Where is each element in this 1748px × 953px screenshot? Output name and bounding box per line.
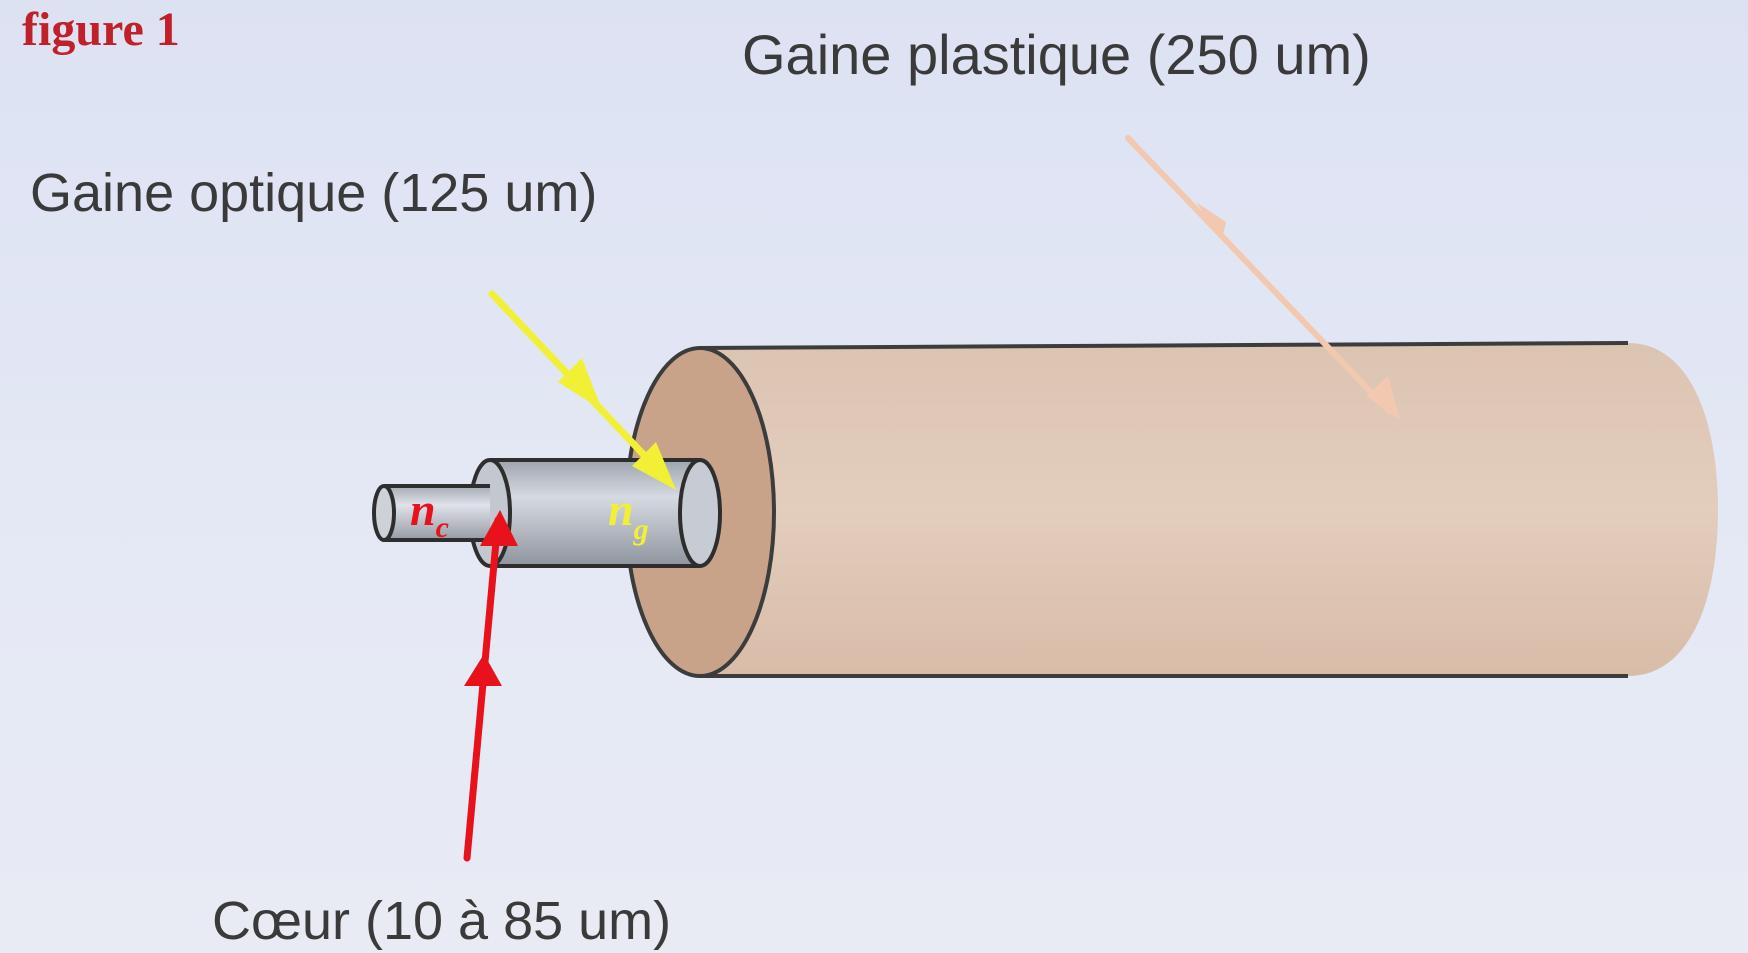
core-label: Cœur (10 à 85 um) (212, 891, 672, 951)
cladding-index-symbol: ng (608, 484, 649, 546)
optical-cladding-label: Gaine optique (125 um) (30, 163, 598, 223)
core-arrow-head-mid (464, 654, 502, 686)
plastic-sheath-arrow (1125, 135, 1400, 420)
core-arrow (463, 510, 518, 862)
plastic-sheath-arrow-head-tip (1366, 376, 1400, 420)
figure-label: figure 1 (22, 3, 180, 56)
plastic-sheath-arrow-head-mid (1196, 202, 1226, 240)
core-arrow-shaft (463, 516, 502, 862)
optical-cladding-arrow-head-mid (558, 358, 602, 410)
plastic-sheath-label: Gaine plastique (250 um) (742, 23, 1371, 86)
optical-cladding-arrow-head-tip (632, 442, 676, 490)
plastic-sheath-arrow-shaft (1125, 135, 1393, 415)
core-index-symbol: nc (410, 484, 449, 544)
plastic-sheath (624, 341, 1718, 678)
core-arrow-head-tip (480, 510, 518, 546)
fiber-core-body (384, 486, 490, 540)
fiber-core (372, 484, 490, 542)
optical-cladding (468, 458, 722, 568)
fiber-core-end-face (372, 484, 396, 542)
plastic-sheath-top-edge (699, 341, 1629, 350)
plastic-sheath-body (700, 343, 1718, 676)
optical-cladding-back-cap (678, 458, 722, 568)
optical-cladding-arrow (488, 290, 676, 490)
